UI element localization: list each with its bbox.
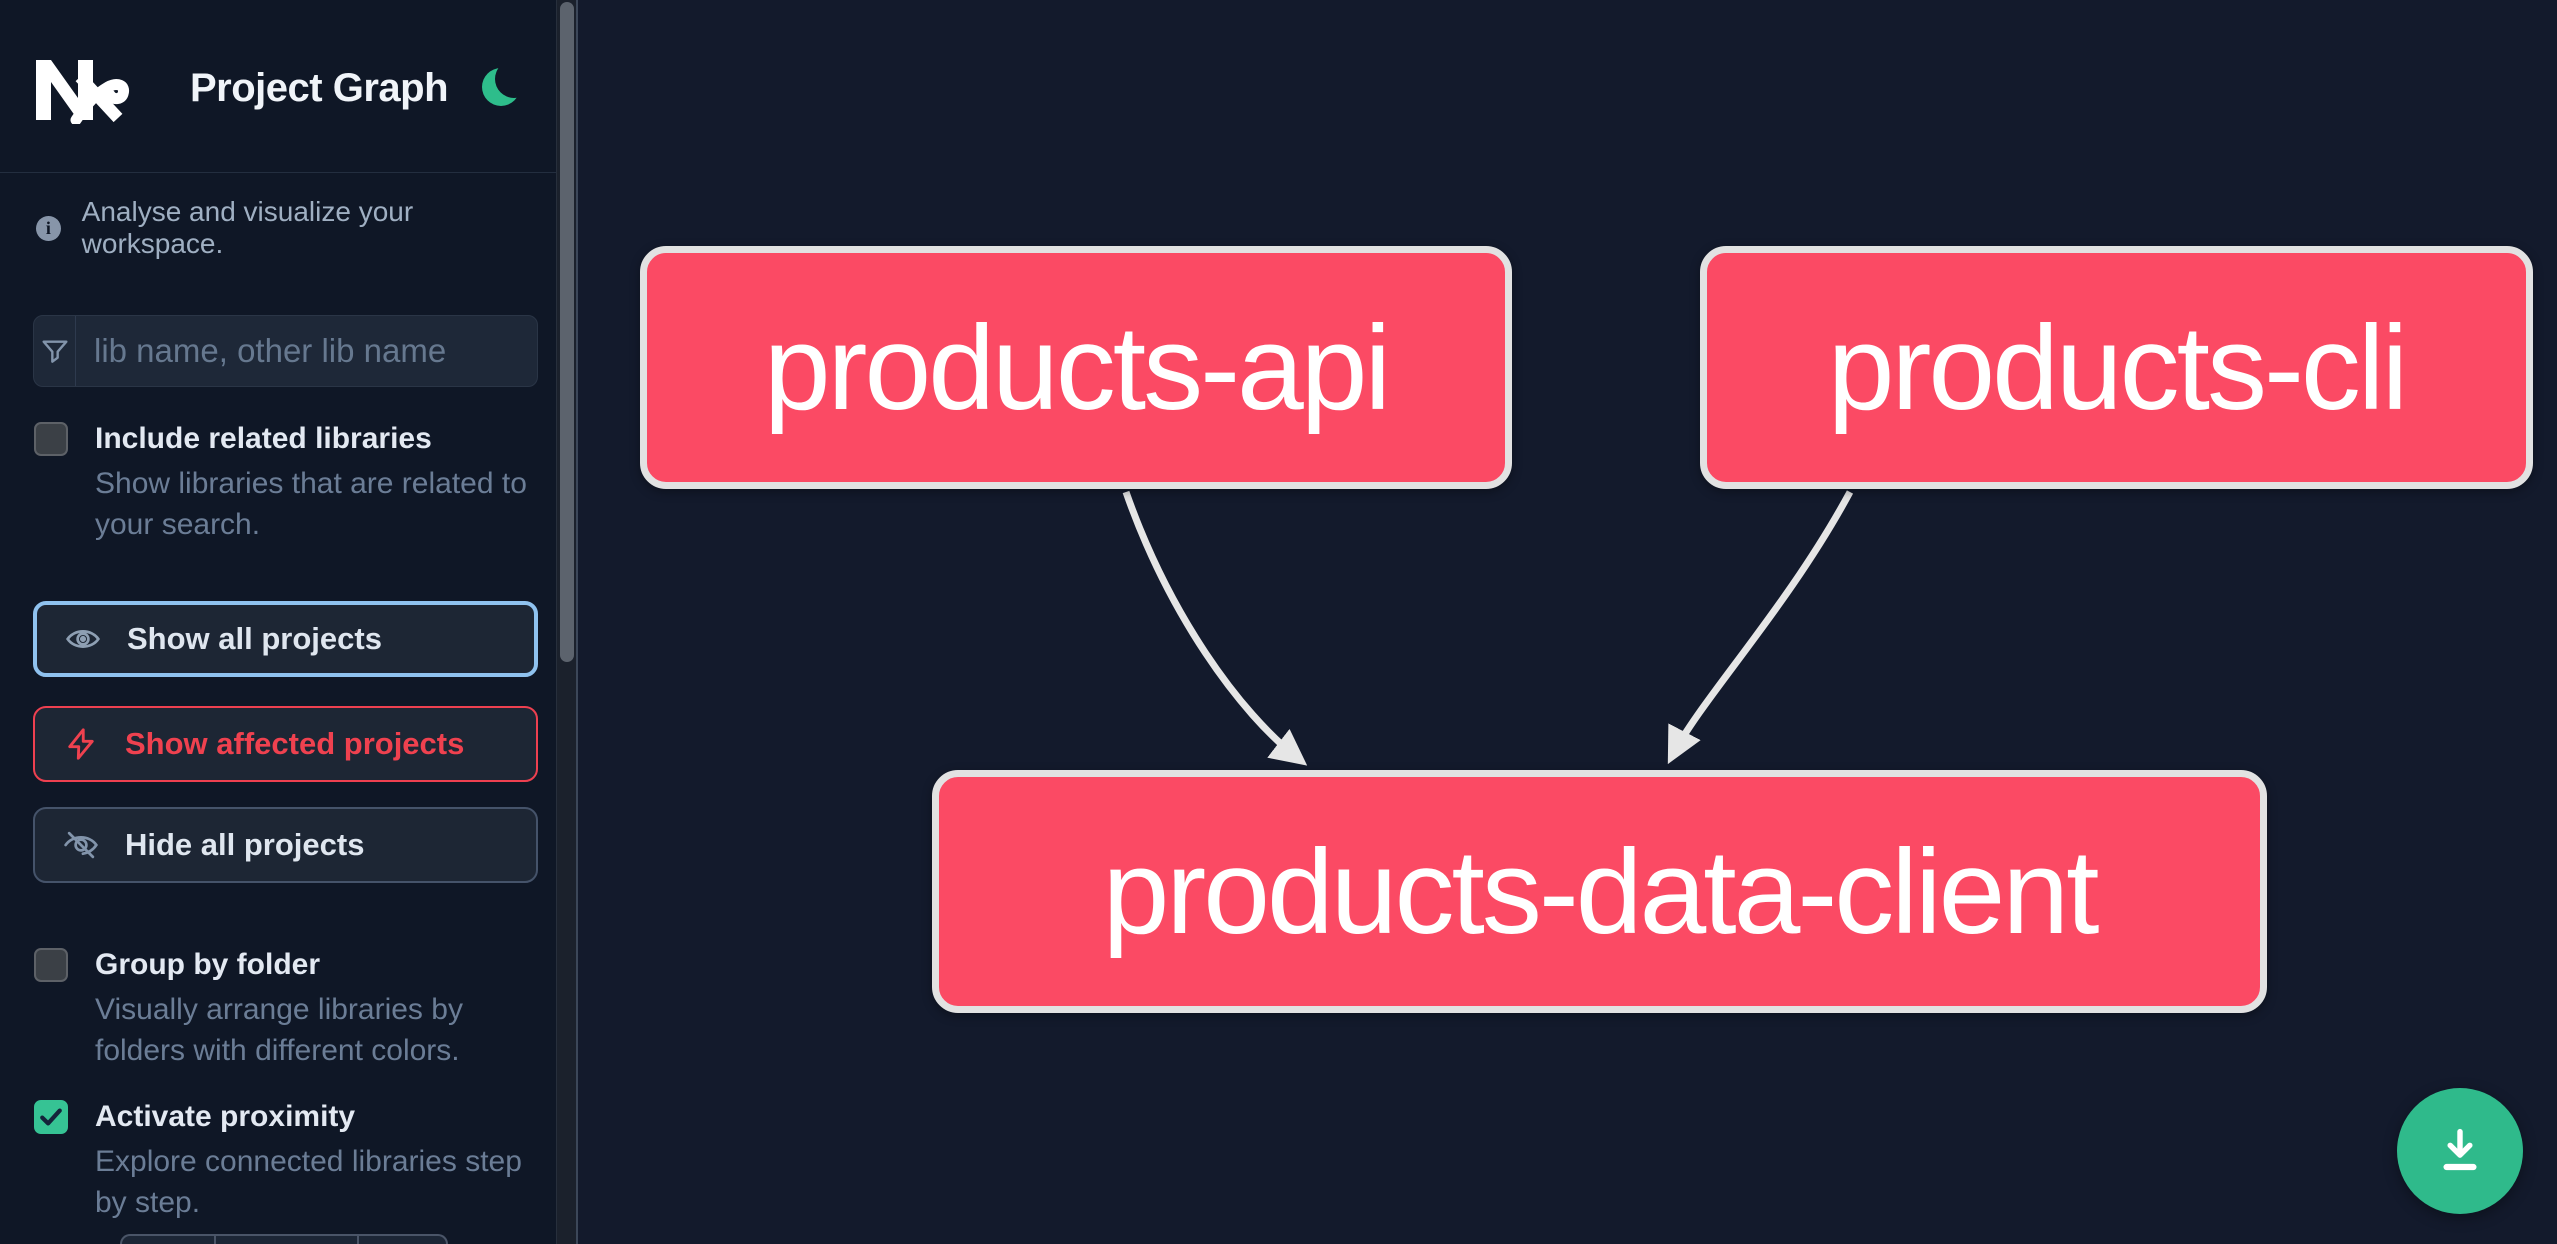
toggle-label: Activate proximity (95, 1100, 356, 1133)
hide-all-projects-button[interactable]: Hide all projects (33, 807, 538, 883)
eye-off-icon (61, 826, 101, 864)
button-label: Hide all projects (125, 827, 365, 862)
sidebar: Project Graph i Analyse and visualize yo… (0, 0, 556, 1244)
show-all-projects-button[interactable]: Show all projects (33, 601, 538, 677)
proximity-depth-stepper[interactable] (120, 1234, 448, 1244)
sidebar-header: Project Graph (0, 0, 556, 173)
activate-proximity-checkbox[interactable] (34, 1100, 68, 1134)
sidebar-scrollbar-track[interactable] (556, 0, 578, 1244)
include-related-checkbox[interactable] (34, 422, 68, 456)
toggle-group-by-folder: Group by folder Visually arrange librari… (34, 946, 557, 1071)
button-label: Show all projects (127, 621, 382, 656)
group-by-folder-checkbox[interactable] (34, 948, 68, 982)
info-icon: i (36, 215, 61, 241)
toggle-description: Visually arrange libraries by folders wi… (95, 993, 463, 1067)
search-box (33, 315, 538, 387)
toggle-label: Include related libraries (95, 422, 432, 455)
info-text: Analyse and visualize your workspace. (81, 196, 414, 259)
page-title: Project Graph (190, 66, 449, 110)
graph-canvas[interactable]: products-api products-cli products-data-… (578, 0, 2557, 1244)
toggle-include-related: Include related libraries Show libraries… (34, 420, 557, 545)
nx-logo-icon (36, 60, 130, 124)
filter-funnel-icon (34, 316, 76, 386)
search-input[interactable] (76, 316, 537, 386)
node-products-data-client[interactable]: products-data-client (932, 770, 2267, 1013)
download-image-button[interactable] (2397, 1088, 2523, 1214)
toggle-label: Group by folder (95, 948, 320, 981)
eye-icon (63, 620, 103, 658)
dark-mode-moon-icon[interactable] (482, 68, 520, 106)
edge-products-api-to-products-data-client (1122, 490, 1308, 766)
edge-products-cli-to-products-data-client (1667, 490, 1854, 765)
node-products-cli[interactable]: products-cli (1700, 246, 2533, 489)
workspace-info-row: i Analyse and visualize your workspace. (36, 196, 556, 260)
bolt-icon (61, 726, 101, 762)
node-products-api[interactable]: products-api (640, 246, 1512, 489)
toggle-description: Show libraries that are related to your … (95, 467, 527, 541)
show-affected-projects-button[interactable]: Show affected projects (33, 706, 538, 782)
button-label: Show affected projects (125, 726, 465, 761)
toggle-activate-proximity: Activate proximity Explore connected lib… (34, 1098, 557, 1223)
sidebar-scrollbar-thumb[interactable] (560, 2, 574, 662)
graph-edges (1122, 490, 1854, 766)
download-icon (2443, 1128, 2477, 1171)
toggle-description: Explore connected libraries step by step… (95, 1145, 522, 1219)
